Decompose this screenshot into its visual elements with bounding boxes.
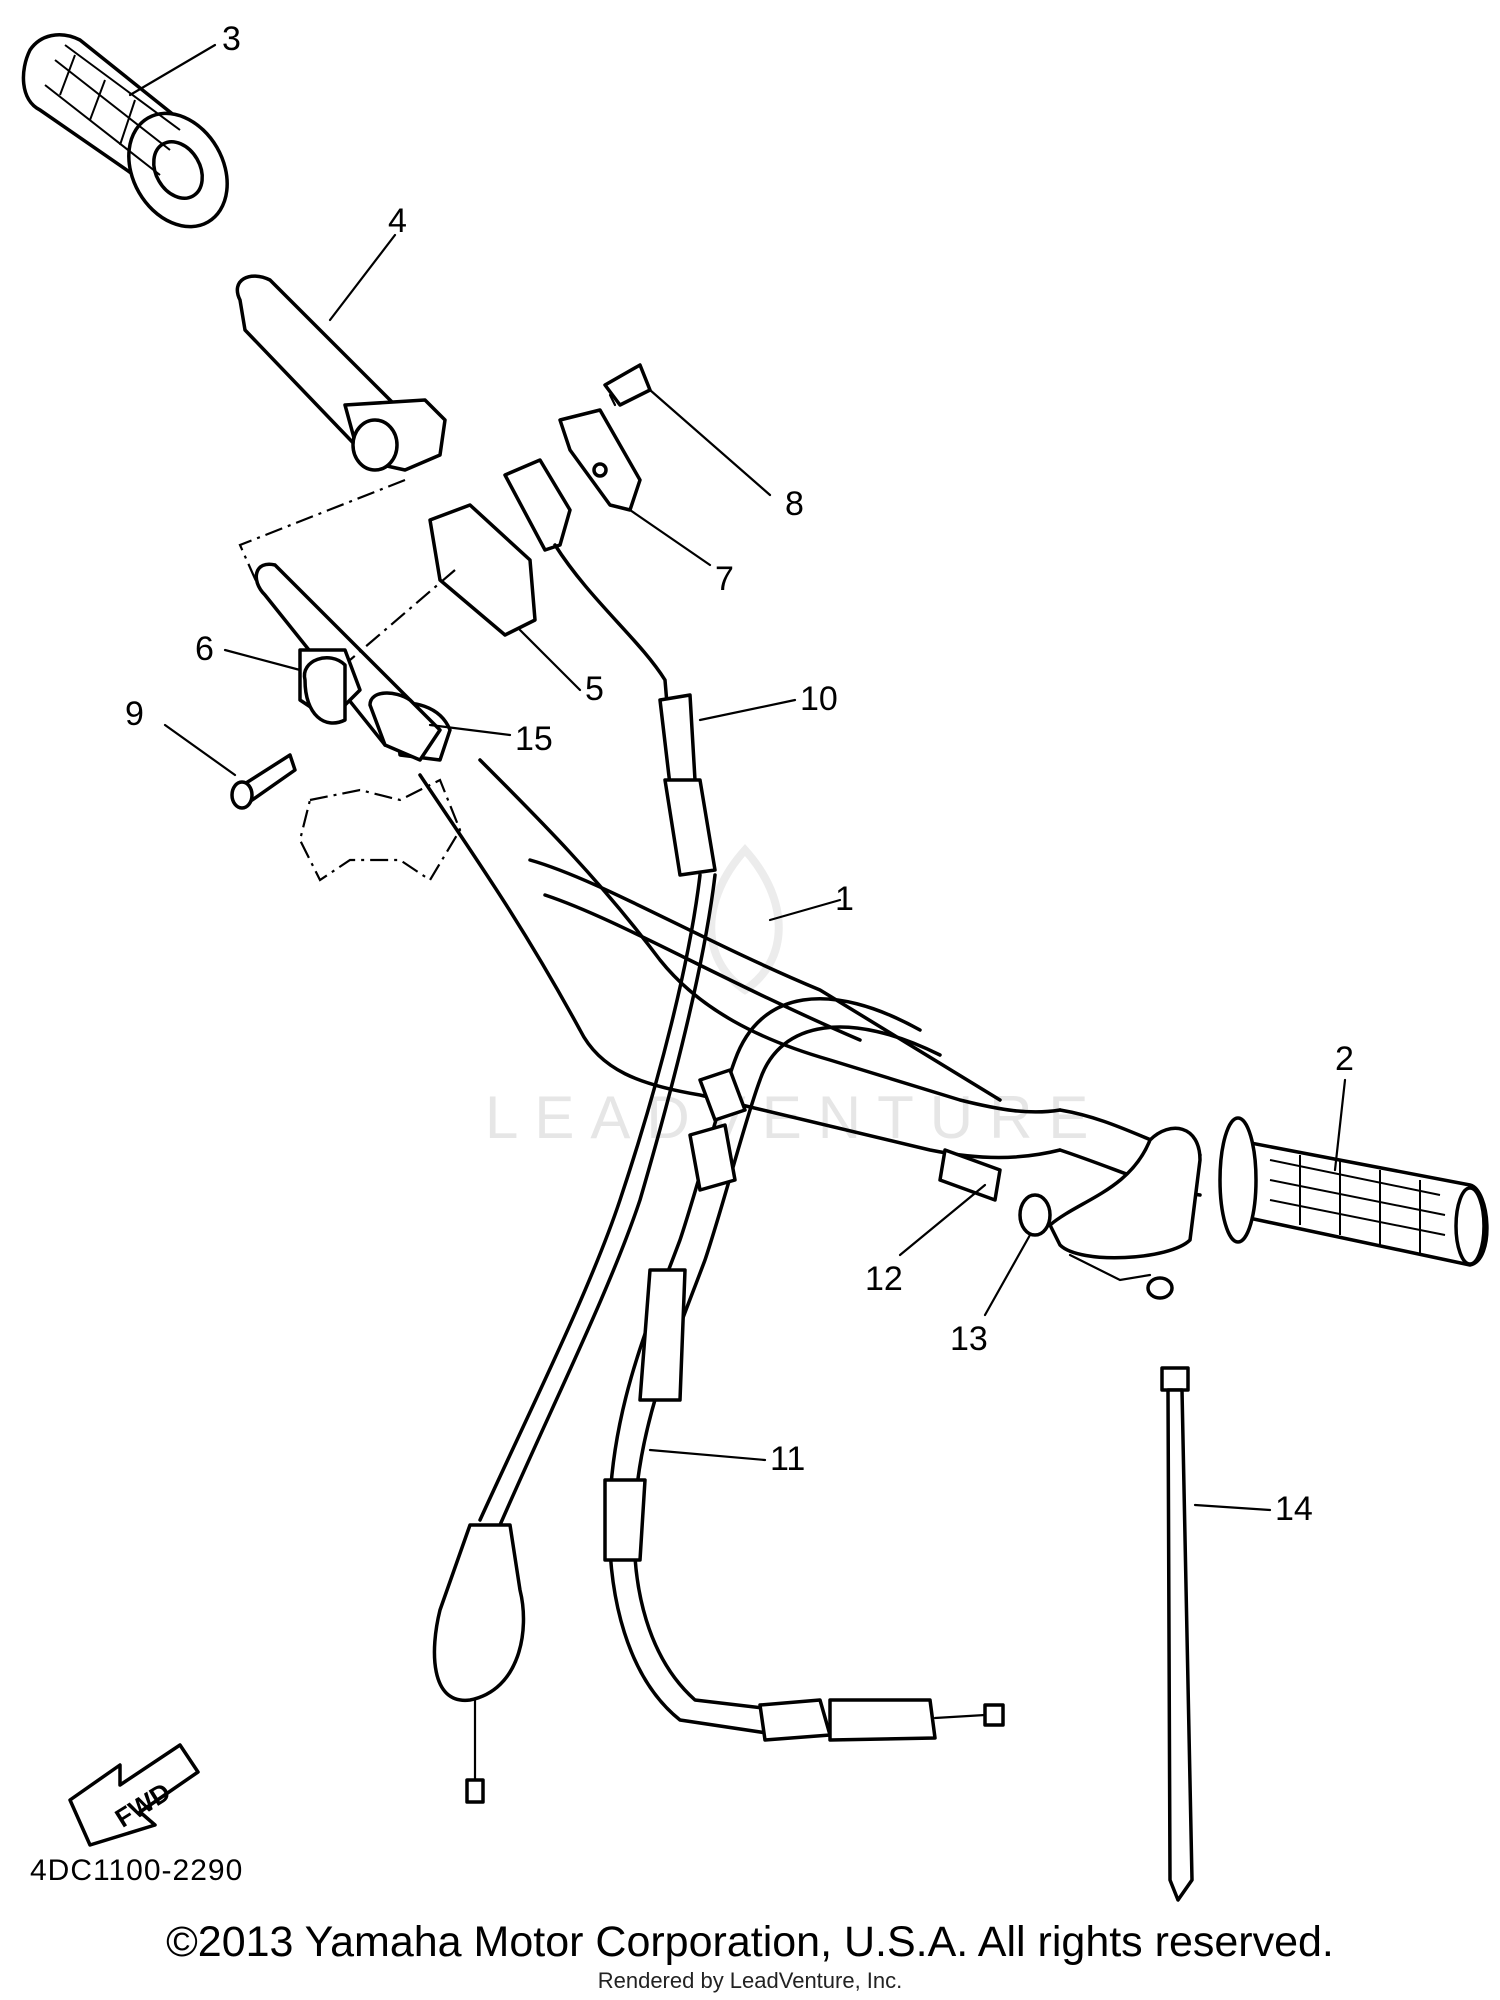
callout-7: 7 (715, 560, 734, 598)
screw-9[interactable] (230, 753, 297, 810)
forward-arrow-icon: FWD (68, 1743, 200, 1847)
screw-8[interactable] (603, 363, 652, 407)
callout-5: 5 (585, 670, 604, 708)
collar[interactable] (368, 691, 442, 762)
callout-15: 15 (515, 720, 553, 758)
callout-4: 4 (388, 202, 407, 240)
lever-bracket (1048, 1126, 1202, 1300)
callout-2: 2 (1335, 1040, 1354, 1078)
callout-9: 9 (125, 695, 144, 733)
throttle-cover[interactable] (302, 656, 347, 725)
callout-1: 1 (835, 880, 854, 918)
cable-adjuster[interactable] (938, 1148, 1002, 1202)
locknut[interactable] (1018, 1193, 1052, 1237)
cable-tie[interactable] (1160, 1366, 1194, 1902)
leader-lines (128, 43, 1347, 1512)
clutch-cable[interactable] (603, 997, 1005, 1742)
callout-10: 10 (800, 680, 838, 718)
drawing-code: 4DC1100-2290 (30, 1854, 243, 1887)
throttle-tube[interactable] (235, 274, 447, 472)
plate[interactable] (558, 408, 642, 512)
callout-11: 11 (770, 1440, 805, 1478)
throttle-cable[interactable] (432, 458, 717, 1804)
left-grip[interactable] (21, 33, 247, 245)
right-grip[interactable] (1218, 1116, 1489, 1267)
callout-12: 12 (865, 1260, 903, 1298)
callout-6: 6 (195, 630, 214, 668)
copyright-notice: ©2013 Yamaha Motor Corporation, U.S.A. A… (166, 1918, 1334, 1966)
callout-labels: 1 2 3 4 5 6 7 8 9 10 11 12 13 14 15 (125, 20, 1354, 1528)
callout-13: 13 (950, 1320, 988, 1358)
rendered-by-notice: Rendered by LeadVenture, Inc. (597, 1968, 903, 1993)
callout-8: 8 (785, 485, 804, 523)
throttle-housing-cap[interactable] (349, 503, 537, 661)
throttle-housing-assembly (238, 478, 462, 882)
callout-14: 14 (1275, 1490, 1313, 1528)
callout-3: 3 (222, 20, 241, 58)
